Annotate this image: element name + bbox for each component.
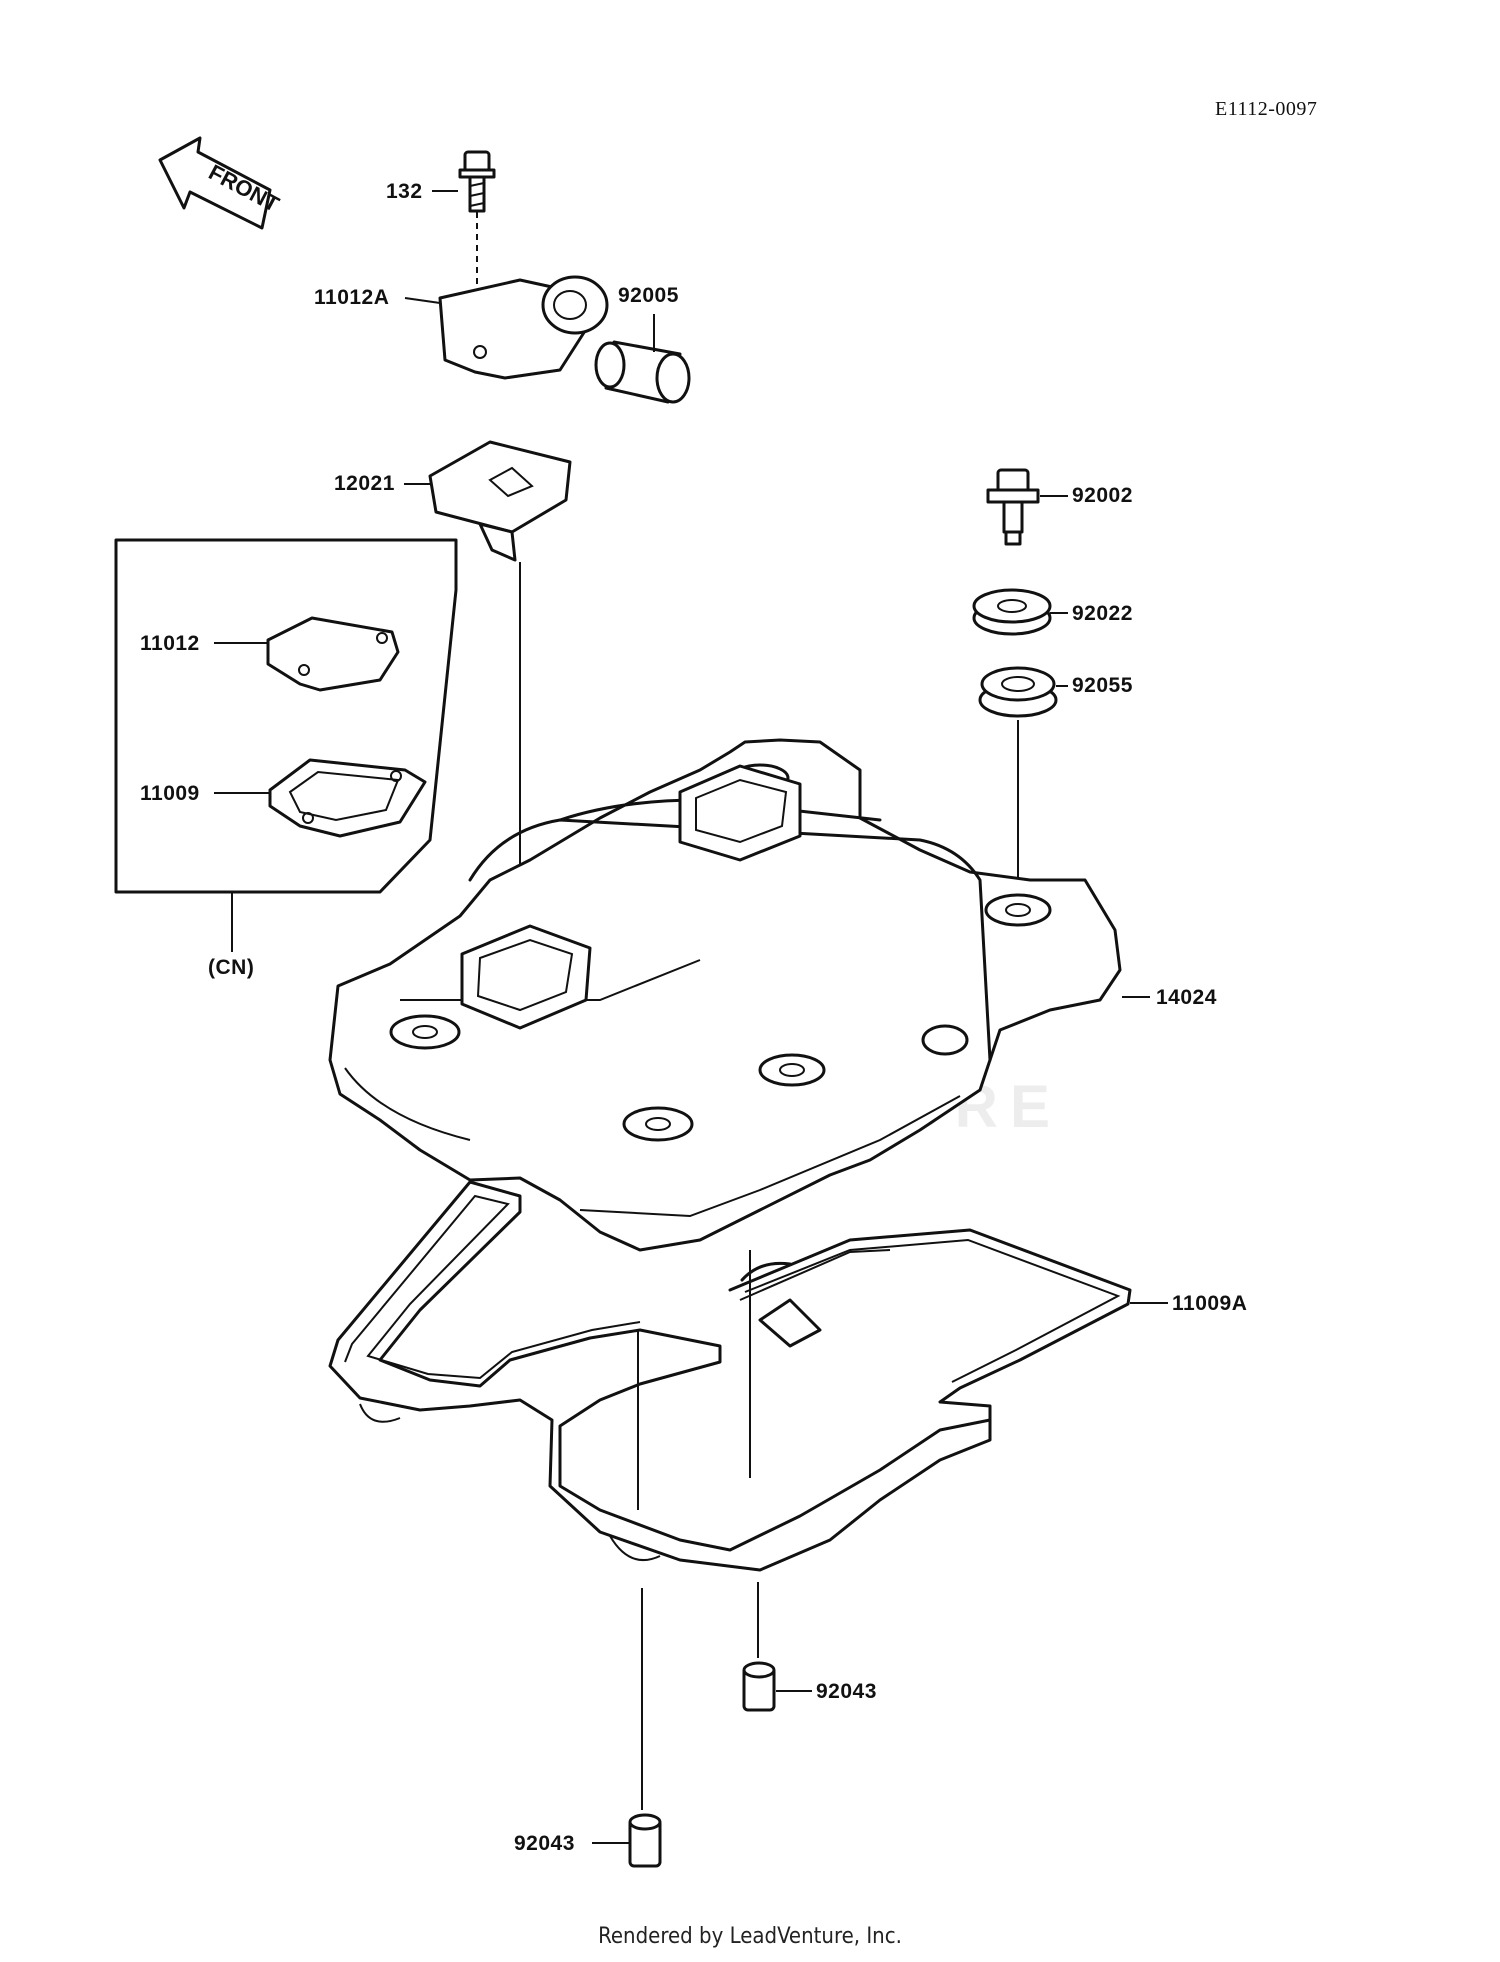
part-label-11012: 11012 bbox=[140, 632, 200, 655]
bolt-92002-icon bbox=[986, 468, 1040, 546]
bolt-132-icon bbox=[458, 150, 496, 213]
footer-credit: Rendered by LeadVenture, Inc. bbox=[598, 1924, 902, 1949]
diagram-code: E1112-0097 bbox=[1215, 98, 1318, 120]
part-label-12021: 12021 bbox=[334, 472, 395, 495]
front-arrow-icon: FRONT bbox=[158, 136, 284, 230]
part-label-14024: 14024 bbox=[1156, 986, 1217, 1009]
cn-option-box bbox=[114, 538, 458, 952]
part-label-92055: 92055 bbox=[1072, 674, 1133, 697]
option-group-label: (CN) bbox=[208, 956, 255, 979]
dowel-92043-left-icon bbox=[628, 1813, 662, 1868]
part-label-92022: 92022 bbox=[1072, 602, 1133, 625]
part-label-92043-right: 92043 bbox=[816, 1680, 877, 1703]
part-label-11009: 11009 bbox=[140, 782, 200, 805]
part-label-92043-left: 92043 bbox=[514, 1832, 575, 1855]
part-label-92002: 92002 bbox=[1072, 484, 1133, 507]
part-label-11009A: 11009A bbox=[1172, 1292, 1248, 1315]
leader-11012A bbox=[404, 297, 441, 304]
head-cover-14024-icon bbox=[328, 738, 1122, 1252]
dowel-92043-right-icon bbox=[742, 1661, 776, 1712]
grommet-12021-icon bbox=[428, 440, 572, 562]
grommet-92055-icon bbox=[978, 666, 1058, 718]
part-label-11012A: 11012A bbox=[314, 286, 390, 309]
sleeve-92005-icon bbox=[594, 340, 691, 404]
gasket-11009A-icon bbox=[328, 1180, 1132, 1572]
cap-11012A-icon bbox=[438, 275, 609, 380]
part-label-132: 132 bbox=[386, 180, 423, 203]
washer-92022-icon bbox=[972, 588, 1052, 636]
part-label-92005: 92005 bbox=[618, 284, 679, 307]
